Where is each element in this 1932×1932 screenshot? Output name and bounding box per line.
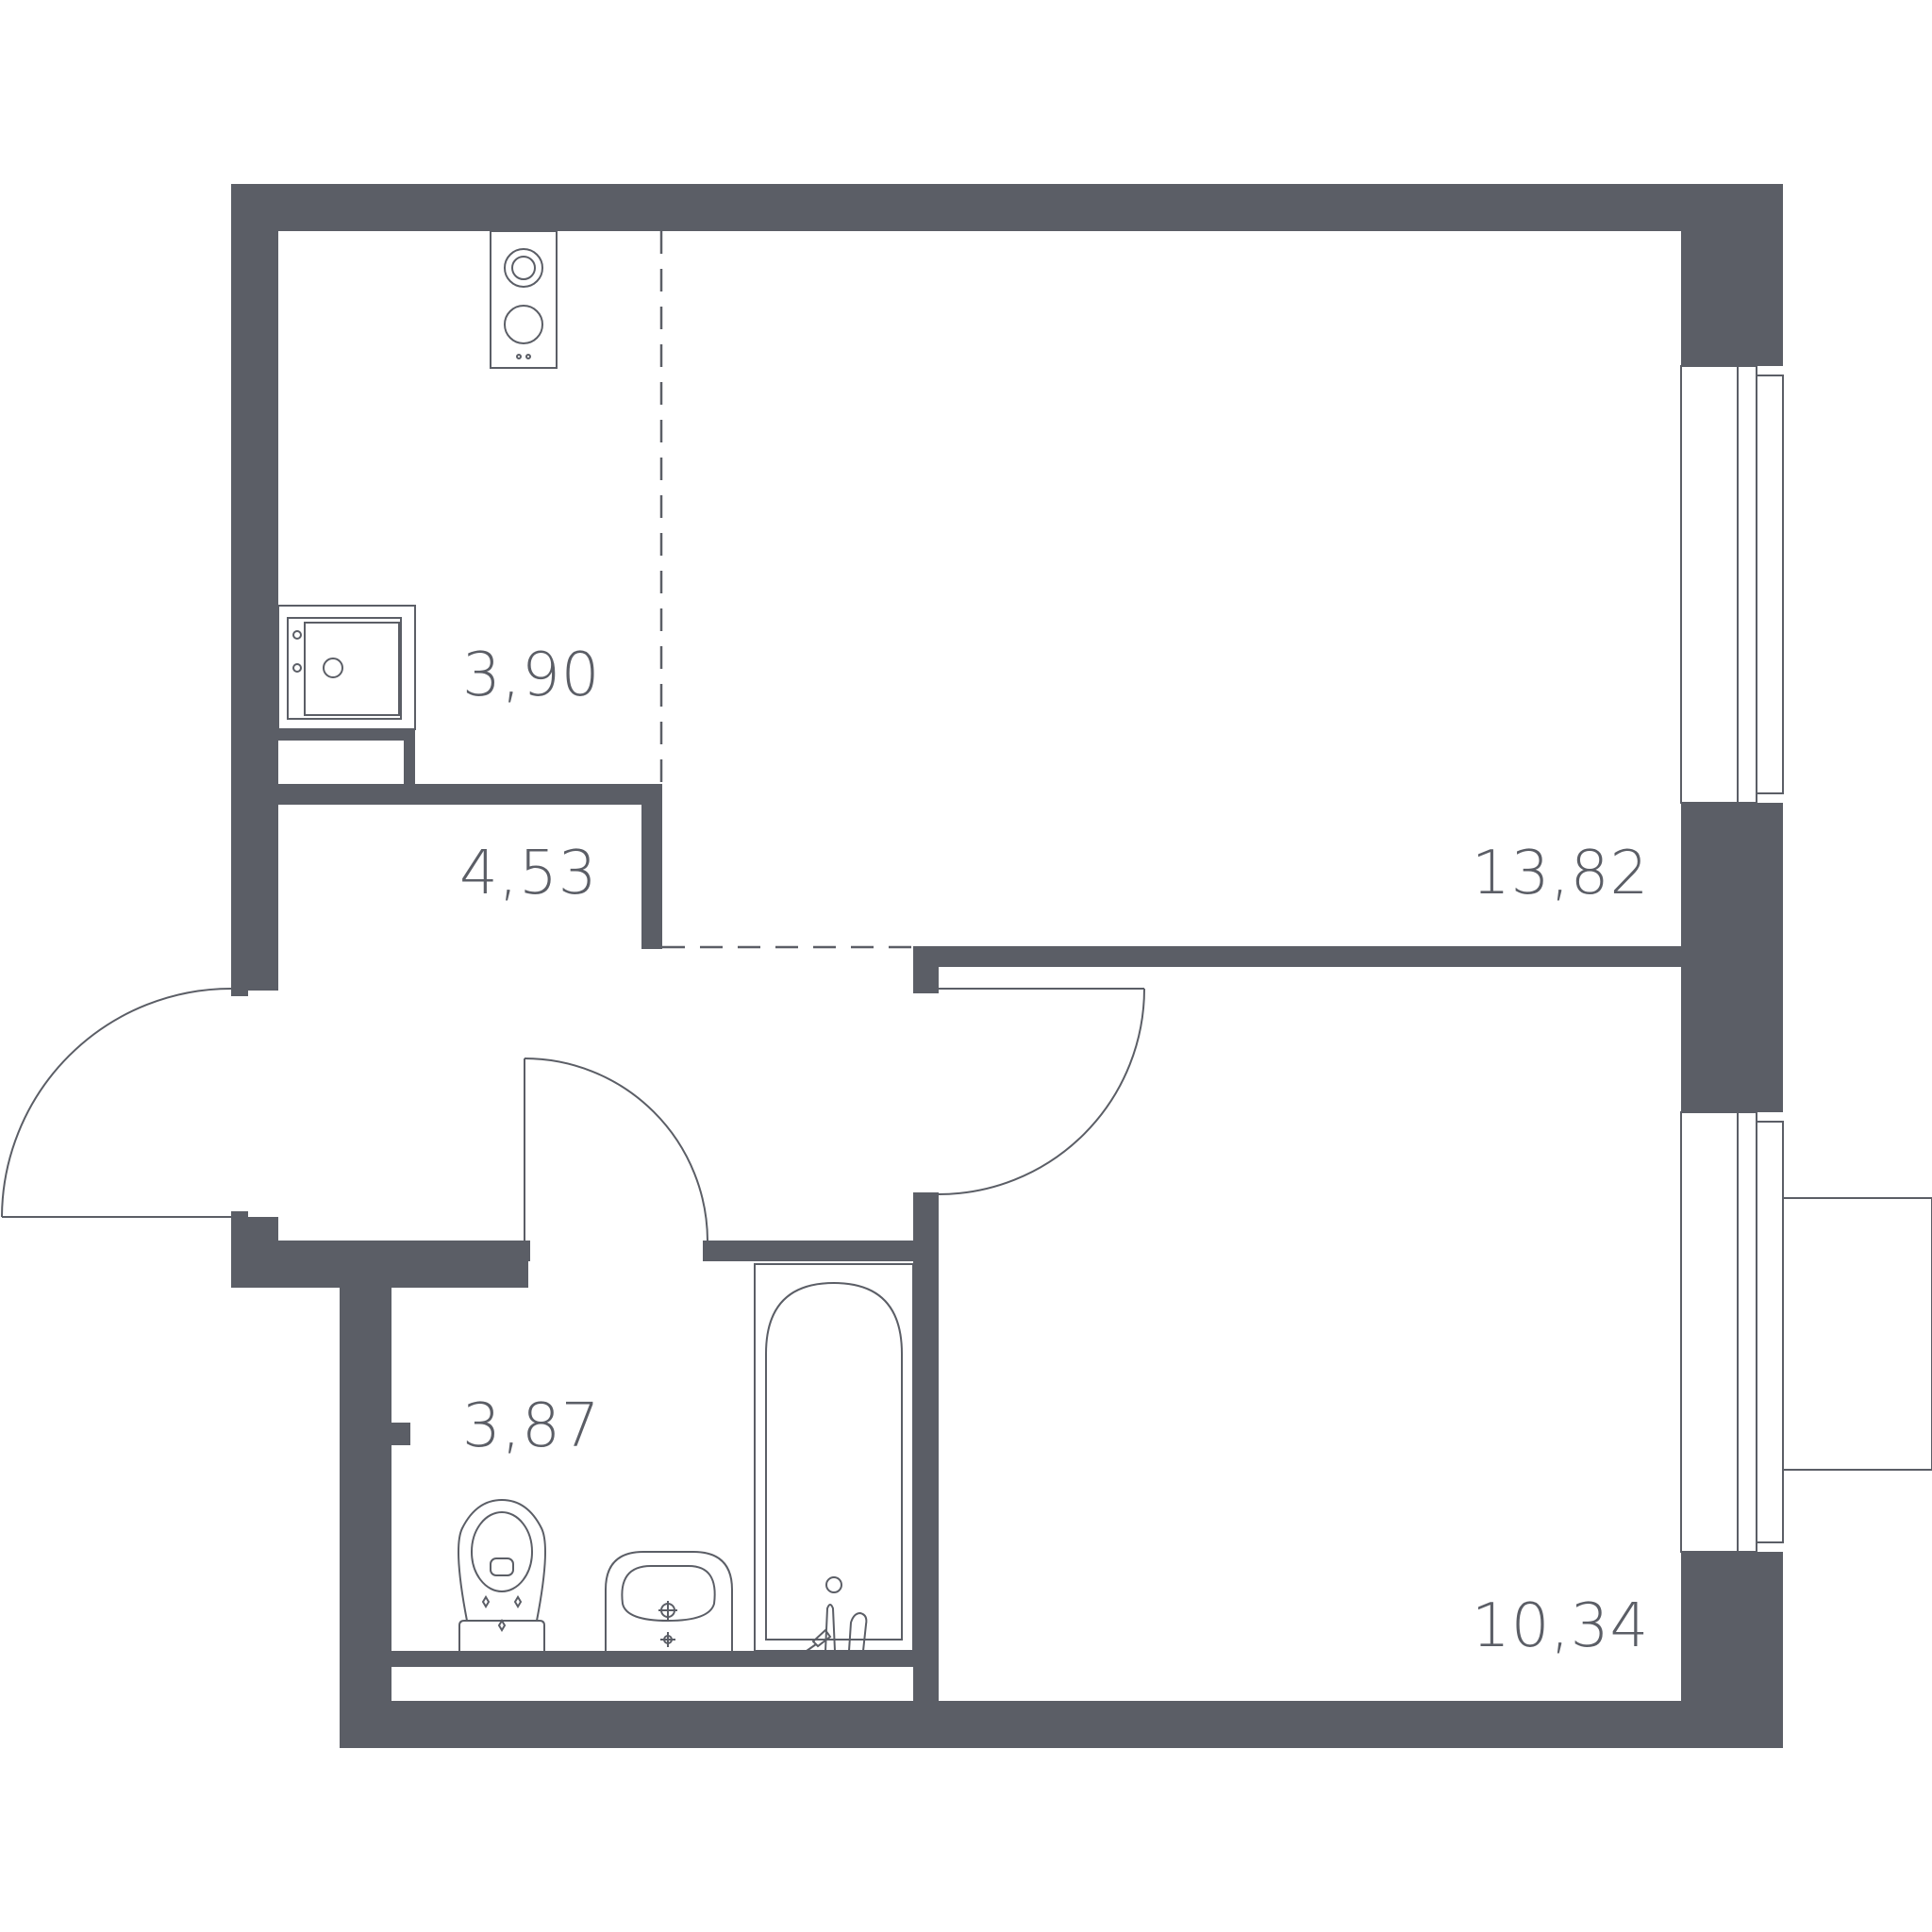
wall-bath-ledge <box>391 1651 913 1667</box>
door-openings <box>529 993 941 1262</box>
wall-kitchen-cabinet-top <box>278 729 415 741</box>
wall-hall-post <box>641 784 662 949</box>
wall-right-top <box>1681 184 1783 366</box>
entrance-door[interactable] <box>1 988 248 1219</box>
area-label-kitchen: 3,90 <box>462 641 601 710</box>
window-bedroom <box>1680 1111 1784 1553</box>
wall-bath-left-step <box>387 1423 410 1445</box>
wall-right-bottom <box>1681 1552 1783 1748</box>
wall-living-bedroom <box>913 946 1681 967</box>
wall-bath-top-right <box>703 1241 920 1261</box>
washbasin-icon <box>605 1551 733 1651</box>
area-label-living-room: 13,82 <box>1472 839 1649 908</box>
wall-right-mid <box>1681 803 1783 1112</box>
bedroom-door[interactable] <box>938 988 1145 1195</box>
bedroom-door-jamb-top <box>913 973 939 993</box>
bath-door-opening <box>529 1240 703 1262</box>
window-living <box>1680 365 1784 804</box>
bath-door-jamb-left <box>519 1241 530 1261</box>
wall-hall-bedroom <box>913 1192 939 1702</box>
kitchen-sink-icon <box>277 605 416 730</box>
bathroom-door[interactable] <box>524 1058 708 1241</box>
wall-bath-left <box>340 1264 391 1747</box>
bathtub-icon <box>754 1263 914 1652</box>
wall-bottom <box>340 1701 1783 1748</box>
toilet-icon <box>458 1498 546 1651</box>
windows <box>1680 365 1784 1553</box>
walls <box>231 184 1783 1748</box>
bedroom-door-jamb-bottom <box>913 1192 939 1213</box>
area-labels: 3,90 4,53 13,82 3,87 10,34 <box>459 641 1649 1661</box>
zone-dividers <box>659 231 913 949</box>
wall-kitchen-hall <box>278 784 661 805</box>
wall-top <box>231 184 1783 231</box>
balcony-outline <box>1782 1197 1932 1471</box>
doors <box>1 988 1145 1241</box>
wall-left-upper <box>231 184 278 991</box>
bath-door-jamb-right <box>703 1241 714 1261</box>
wall-kitchen-cabinet-side <box>404 729 415 786</box>
bedroom-door-opening <box>912 993 941 1192</box>
area-label-bathroom: 3,87 <box>462 1391 601 1461</box>
area-label-hallway: 4,53 <box>459 839 598 908</box>
wall-bath-door-left <box>390 1241 529 1261</box>
stove-icon <box>490 230 558 369</box>
area-label-bedroom: 10,34 <box>1472 1591 1649 1661</box>
